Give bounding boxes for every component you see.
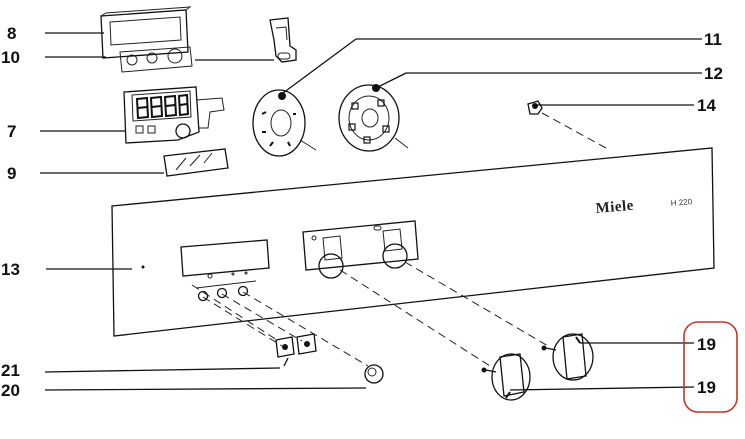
- callout-8: 8: [7, 24, 16, 43]
- highlight-box-19: [683, 321, 738, 413]
- part-14-clip: [527, 100, 543, 115]
- part-12-thermostat: [338, 84, 409, 152]
- part-8-display-frame: [100, 6, 193, 73]
- callout-7: 7: [7, 122, 16, 141]
- part-11-selector-switch: [252, 89, 317, 157]
- callout-11: 11: [704, 30, 722, 49]
- seven-segment-digits: [135, 93, 190, 120]
- callout-13: 13: [1, 260, 20, 279]
- callout-21: 21: [1, 361, 20, 380]
- callout-20: 20: [1, 381, 20, 400]
- part-19-knob-upper: [541, 333, 594, 381]
- callout-19-lower: 19: [697, 378, 716, 397]
- callout-19-upper: 19: [697, 335, 716, 354]
- brand-logo: Miele: [595, 198, 635, 217]
- callout-9: 9: [7, 164, 16, 183]
- part-10-bracket: [269, 17, 297, 63]
- part-21-button-bracket: [275, 333, 317, 358]
- callout-labels: 8 10 7 9 13 21 20 11 12 14 19 19: [1, 24, 723, 400]
- part-7-display-board: [123, 86, 225, 144]
- callout-10: 10: [1, 48, 20, 67]
- callout-12: 12: [704, 64, 723, 83]
- assembly-dashed-lines: [191, 261, 549, 367]
- model-label: H 220: [670, 197, 693, 208]
- part-13-control-panel: Miele H 220: [111, 112, 715, 337]
- part-20-push-button: [364, 364, 384, 384]
- callout-14: 14: [697, 96, 716, 115]
- part-19-knob-lower: [481, 353, 531, 401]
- leader-lines: [40, 32, 702, 391]
- part-9-window-glass: [163, 148, 229, 177]
